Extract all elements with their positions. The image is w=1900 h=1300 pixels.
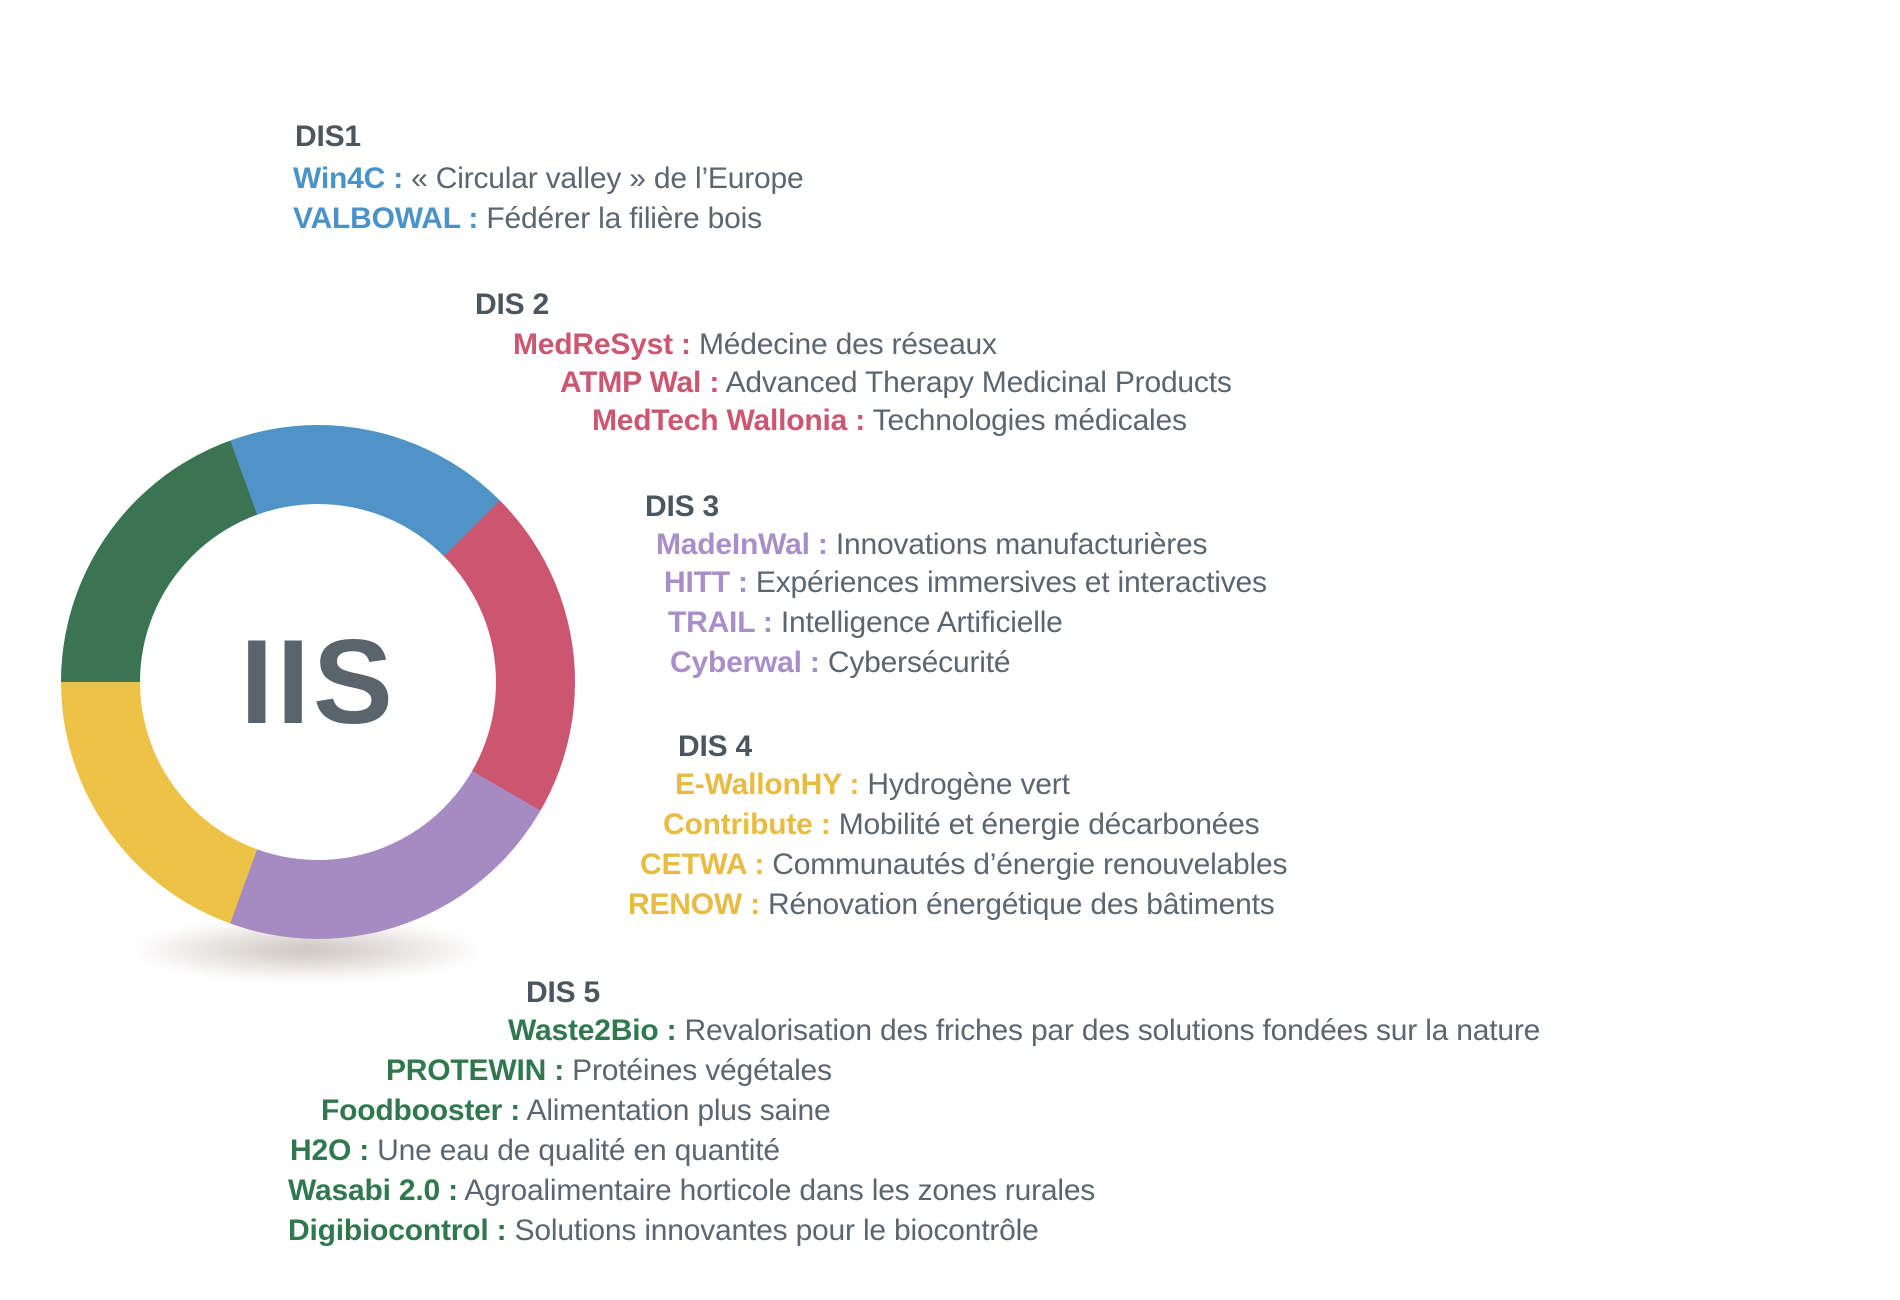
project-line-ewallonhy: E-WallonHY : Hydrogène vert [675, 768, 1070, 803]
project-description: Solutions innovantes pour le biocontrôle [506, 1214, 1039, 1247]
project-name: MadeInWal : [656, 528, 828, 561]
donut-hole: IIS [140, 504, 496, 860]
project-line-madeinwal: MadeInWal : Innovations manufacturières [656, 528, 1208, 563]
project-line-wasabi20: Wasabi 2.0 : Agroalimentaire horticole d… [288, 1174, 1095, 1209]
project-line-h2o: H2O : Une eau de qualité en quantité [290, 1134, 780, 1169]
project-description: Une eau de qualité en quantité [369, 1134, 780, 1167]
project-line-cetwa: CETWA : Communautés d’énergie renouvelab… [640, 848, 1287, 883]
project-line-cyberwal: Cyberwal : Cybersécurité [670, 646, 1011, 681]
project-description: Cybersécurité [819, 646, 1011, 679]
project-line-valbowal: VALBOWAL : Fédérer la filière bois [293, 202, 762, 237]
project-description: Mobilité et énergie décarbonées [830, 808, 1260, 841]
dis-header-dis4: DIS 4 [678, 730, 753, 763]
project-line-trail: TRAIL : Intelligence Artificielle [668, 606, 1063, 641]
project-name: PROTEWIN : [386, 1054, 564, 1087]
dis-header-dis3: DIS 3 [645, 490, 720, 523]
project-name: Wasabi 2.0 : [288, 1174, 458, 1207]
project-line-foodbooster: Foodbooster : Alimentation plus saine [321, 1094, 831, 1129]
project-name: HITT : [664, 566, 748, 599]
project-name: MedReSyst : [513, 328, 691, 361]
project-name: Contribute : [663, 808, 831, 841]
project-line-hitt: HITT : Expériences immersives et interac… [664, 566, 1267, 601]
project-name: Win4C : [293, 162, 403, 195]
project-line-digibiocontrol: Digibiocontrol : Solutions innovantes po… [288, 1214, 1039, 1249]
project-description: Fédérer la filière bois [478, 202, 762, 235]
project-description: Alimentation plus saine [520, 1094, 831, 1127]
project-line-protewin: PROTEWIN : Protéines végétales [386, 1054, 832, 1089]
project-description: Technologies médicales [865, 404, 1187, 437]
project-line-renow: RENOW : Rénovation énergétique des bâtim… [628, 888, 1275, 923]
project-name: VALBOWAL : [293, 202, 479, 235]
project-name: Foodbooster : [321, 1094, 521, 1127]
project-name: CETWA : [640, 848, 765, 881]
project-name: Waste2Bio : [508, 1014, 677, 1047]
project-description: Agroalimentaire horticole dans les zones… [457, 1174, 1096, 1207]
project-line-medresyst: MedReSyst : Médecine des réseaux [513, 328, 997, 363]
project-description: « Circular valley » de l’Europe [403, 162, 804, 195]
project-description: Advanced Therapy Medicinal Products [719, 366, 1232, 399]
project-line-waste2bio: Waste2Bio : Revalorisation des friches p… [508, 1014, 1540, 1049]
project-description: Expériences immersives et interactives [747, 566, 1267, 599]
project-line-win4c: Win4C : « Circular valley » de l’Europe [293, 162, 804, 197]
project-name: MedTech Wallonia : [592, 404, 866, 437]
project-name: RENOW : [628, 888, 760, 921]
project-line-atmpwal: ATMP Wal : Advanced Therapy Medicinal Pr… [560, 366, 1232, 401]
project-line-medtechwallonia: MedTech Wallonia : Technologies médicale… [592, 404, 1187, 439]
project-description: Médecine des réseaux [690, 328, 997, 361]
dis-header-dis5: DIS 5 [526, 976, 601, 1009]
project-description: Hydrogène vert [859, 768, 1070, 801]
project-name: Digibiocontrol : [288, 1214, 507, 1247]
project-description: Innovations manufacturières [827, 528, 1208, 561]
project-description: Communautés d’énergie renouvelables [764, 848, 1288, 881]
project-description: Rénovation énergétique des bâtiments [759, 888, 1275, 921]
dis-header-dis1: DIS1 [295, 120, 361, 153]
project-name: TRAIL : [668, 606, 773, 639]
project-name: H2O : [290, 1134, 370, 1167]
dis-header-dis2: DIS 2 [475, 288, 550, 321]
project-description: Protéines végétales [564, 1054, 832, 1087]
project-line-contribute: Contribute : Mobilité et énergie décarbo… [663, 808, 1260, 843]
project-name: Cyberwal : [670, 646, 820, 679]
iis-center-label: IIS [240, 615, 396, 749]
project-description: Revalorisation des friches par des solut… [676, 1014, 1541, 1047]
iis-donut-chart: IIS [61, 425, 575, 939]
project-name: E-WallonHY : [675, 768, 860, 801]
project-name: ATMP Wal : [560, 366, 720, 399]
project-description: Intelligence Artificielle [772, 606, 1063, 639]
